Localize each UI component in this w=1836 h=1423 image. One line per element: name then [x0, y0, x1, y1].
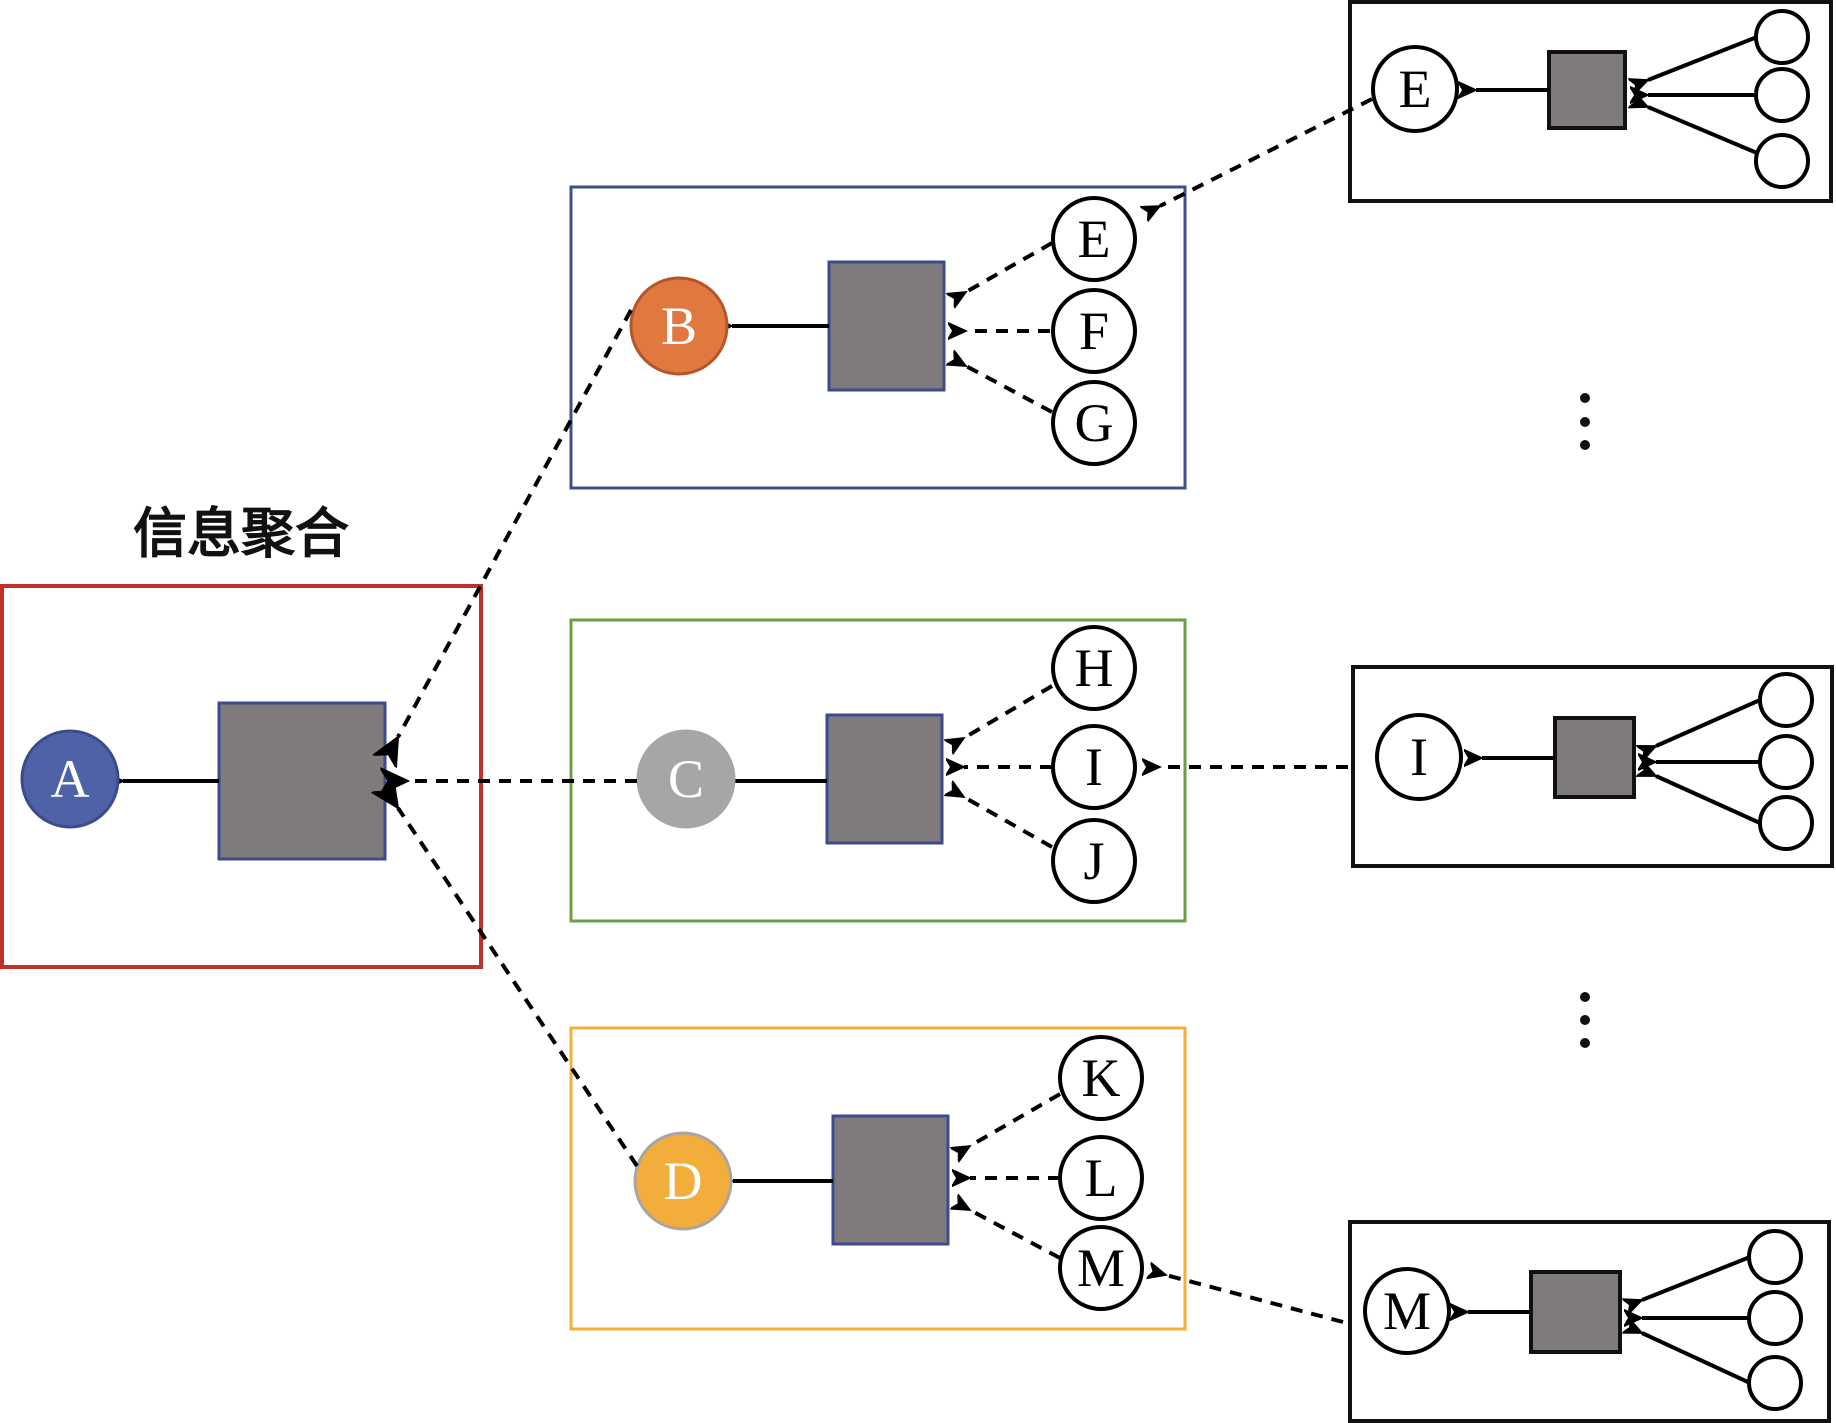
node-h-label: H [1075, 638, 1114, 698]
right-m-leaf1 [1747, 1229, 1803, 1285]
right-e-leaf3-edge [1648, 107, 1758, 155]
edge-g-to-agg-b [966, 366, 1053, 414]
right-node-i-label: I [1410, 727, 1428, 787]
edge-d-to-agg-a [398, 808, 639, 1168]
right-node-m-label: M [1383, 1281, 1431, 1341]
node-l [1058, 1135, 1144, 1221]
node-g [1051, 380, 1137, 466]
edge-e-to-agg-b [966, 241, 1053, 292]
node-i [1051, 724, 1137, 810]
edge-k-to-agg-d [970, 1092, 1062, 1146]
node-d-label: D [664, 1151, 703, 1211]
right-node-i [1375, 713, 1463, 801]
box-b [569, 185, 1187, 490]
aggregator-b [827, 260, 946, 392]
right-box-i [1351, 665, 1834, 868]
right-box-m [1348, 1220, 1831, 1423]
edge-right-m-to-node-m [1166, 1275, 1344, 1324]
node-m-label: M [1077, 1238, 1125, 1298]
edge-h-to-agg-c [964, 684, 1054, 738]
edge-b-to-agg-a [398, 309, 633, 737]
node-k [1058, 1035, 1144, 1121]
node-h [1051, 625, 1137, 711]
right-node-e-label: E [1399, 59, 1432, 119]
right-i-leaf3 [1758, 795, 1814, 851]
node-d [633, 1131, 733, 1231]
node-m [1058, 1225, 1144, 1311]
node-c [636, 729, 736, 829]
node-l-label: L [1085, 1148, 1118, 1208]
edge-right-e-to-node-e [1160, 97, 1373, 206]
node-i-label: I [1085, 737, 1103, 797]
right-i-leaf2 [1758, 734, 1814, 790]
box-d [569, 1026, 1187, 1331]
right-node-e [1371, 45, 1459, 133]
right-box-e [1348, 0, 1833, 203]
diagram-title: 信息聚合 [133, 502, 349, 565]
box-a [0, 584, 483, 969]
right-m-leaf1-edge [1642, 1255, 1751, 1300]
node-b-label: B [661, 296, 697, 356]
node-b [629, 276, 729, 376]
aggregator-a [217, 701, 387, 861]
node-a-label: A [51, 749, 90, 809]
node-j [1051, 818, 1137, 904]
right-m-leaf2 [1747, 1290, 1803, 1346]
right-e-leaf1-edge [1648, 35, 1758, 80]
right-e-leaf3 [1754, 133, 1810, 189]
ellipsis-upper [1580, 393, 1590, 450]
node-f [1051, 288, 1137, 374]
node-k-label: K [1082, 1048, 1121, 1108]
node-c-label: C [668, 749, 704, 809]
node-f-label: F [1079, 301, 1109, 361]
edge-j-to-agg-c [964, 797, 1053, 849]
aggregator-c [825, 713, 944, 845]
right-node-m [1363, 1267, 1451, 1355]
box-c [569, 618, 1187, 923]
ellipsis-lower [1580, 992, 1590, 1048]
right-i-leaf1 [1758, 672, 1814, 728]
right-i-leaf3-edge [1656, 776, 1761, 825]
node-a [20, 729, 120, 829]
right-aggregator-i [1553, 716, 1636, 799]
right-m-leaf3 [1747, 1355, 1803, 1411]
right-aggregator-m [1529, 1270, 1622, 1354]
edge-m-to-agg-d [970, 1210, 1061, 1260]
aggregator-d [831, 1114, 950, 1246]
node-j-label: J [1083, 831, 1104, 891]
right-e-leaf1 [1754, 9, 1810, 65]
node-e [1051, 196, 1137, 282]
right-m-leaf3-edge [1642, 1333, 1751, 1385]
node-e-label: E [1078, 209, 1111, 269]
right-i-leaf1-edge [1656, 698, 1761, 746]
right-aggregator-e [1547, 50, 1627, 130]
node-g-label: G [1075, 393, 1114, 453]
right-e-leaf2 [1754, 67, 1810, 123]
